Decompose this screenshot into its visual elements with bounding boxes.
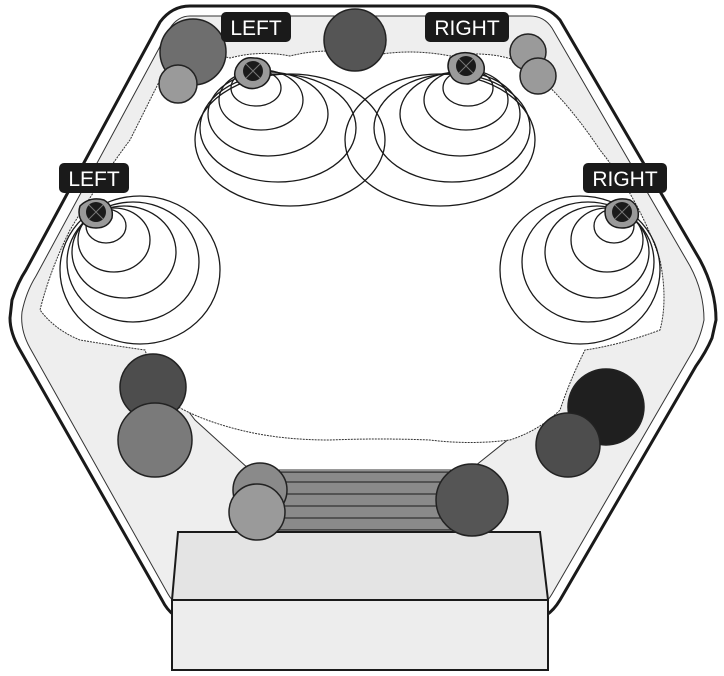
shrubs [117, 8, 645, 541]
shrub [117, 402, 193, 478]
label-text: RIGHT [434, 17, 500, 40]
label-side-right: RIGHT [583, 163, 667, 193]
label-top-right: RIGHT [425, 12, 509, 42]
sound-pattern-top-left [194, 69, 386, 207]
speaker-side-left [78, 198, 114, 229]
label-text: LEFT [68, 168, 120, 191]
label-text: RIGHT [592, 168, 658, 191]
shrub [535, 412, 601, 478]
shrub [158, 64, 198, 104]
speaker-top-right [447, 51, 486, 85]
label-top-left: LEFT [221, 12, 291, 42]
label-text: LEFT [230, 17, 282, 40]
shrub [519, 57, 557, 95]
shrub [323, 8, 387, 72]
house [170, 531, 550, 671]
speaker-side-right [604, 198, 640, 229]
shrub [435, 463, 509, 537]
speaker-top-left [233, 56, 272, 90]
shrub [228, 483, 286, 541]
label-side-left: LEFT [59, 163, 129, 193]
